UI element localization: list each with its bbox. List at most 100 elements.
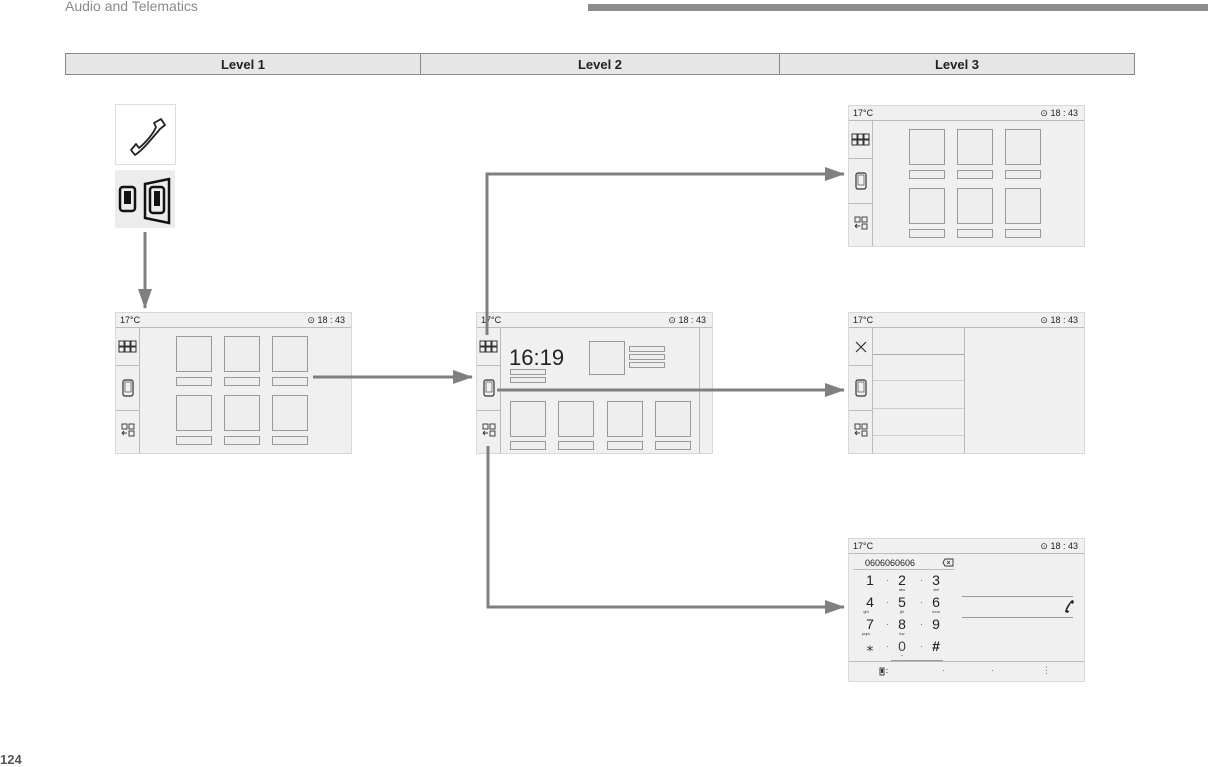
phone-device-icon[interactable]	[116, 366, 140, 411]
favorite-label	[558, 441, 594, 450]
dial-key-5-letters: jkl	[900, 609, 904, 614]
dial-key-8[interactable]: 8	[898, 616, 906, 632]
list-row-separator	[873, 435, 964, 436]
dial-key-7-letters: pqrs	[862, 631, 870, 636]
section-title: Audio and Telematics	[65, 0, 198, 14]
temperature: 17°C	[853, 108, 874, 118]
app-tile-label	[224, 436, 260, 445]
dial-key-2[interactable]: 2	[898, 572, 906, 588]
clock-time: ⊙ 18 : 43	[1040, 108, 1078, 118]
status-bar: 17°C ⊙ 18 : 43	[849, 106, 1084, 121]
level-table: Level 1 Level 2 Level 3	[65, 53, 1135, 75]
status-bar: 17°C ⊙ 18 : 43	[849, 313, 1084, 328]
telephone-handset-icon	[130, 118, 166, 156]
level1-home-screen: 17°C ⊙ 18 : 43	[115, 312, 352, 454]
bottom-bar-separator	[849, 661, 1084, 662]
bottom-tab-dot[interactable]: ⋮	[1042, 665, 1051, 675]
dial-key-7[interactable]: 7	[866, 616, 874, 632]
app-tile[interactable]	[176, 395, 212, 431]
number-underline	[853, 569, 955, 570]
favorite-tile[interactable]	[607, 401, 643, 437]
favorite-tile[interactable]	[655, 401, 691, 437]
apps-grid-icon[interactable]	[849, 121, 873, 159]
app-tile[interactable]	[272, 336, 308, 372]
app-tile[interactable]	[272, 395, 308, 431]
phone-device-icon[interactable]	[849, 159, 873, 204]
dial-key-1[interactable]: 1	[866, 572, 874, 588]
level-1-header: Level 1	[66, 54, 421, 74]
dial-key-6-letters: mno	[932, 609, 940, 614]
clock-time: ⊙ 18 : 43	[307, 315, 345, 325]
dial-key-2-letters: abc	[898, 587, 906, 592]
phone-device-icon[interactable]	[849, 366, 873, 411]
backspace-icon[interactable]	[942, 558, 954, 567]
phone-clock: 16:19	[509, 345, 565, 370]
dial-separator: ·	[920, 641, 923, 651]
grid-tile[interactable]	[1005, 129, 1041, 165]
app-tile-label	[176, 377, 212, 386]
telephone-tile[interactable]	[115, 104, 176, 165]
arrow-level2-to-grid	[485, 167, 845, 335]
dial-key-9[interactable]: 9	[932, 616, 940, 632]
app-tile[interactable]	[224, 395, 260, 431]
call-handset-icon[interactable]	[1063, 599, 1075, 613]
connections-icon[interactable]	[849, 411, 873, 449]
mirror-screen-tile[interactable]	[115, 170, 175, 228]
favorite-label	[655, 441, 691, 450]
app-tile-label	[272, 377, 308, 386]
grid-tile[interactable]	[909, 188, 945, 224]
dial-key-3[interactable]: 3	[932, 572, 940, 588]
grid-tile[interactable]	[1005, 188, 1041, 224]
side-menu	[116, 328, 140, 453]
dial-key-star[interactable]: ⁎	[866, 638, 874, 654]
grid-tile-label	[957, 229, 993, 238]
dial-key-4[interactable]: 4	[866, 594, 874, 610]
phone-device-icon[interactable]	[477, 366, 501, 411]
contact-photo	[589, 341, 625, 375]
grid-tile-label	[909, 229, 945, 238]
mirror-screen-icon	[118, 177, 171, 225]
phone-book-icon[interactable]	[879, 667, 891, 676]
info-line	[629, 354, 665, 360]
apps-grid-icon[interactable]	[116, 328, 140, 366]
side-menu	[849, 121, 873, 246]
app-tile[interactable]	[224, 336, 260, 372]
info-line	[629, 362, 665, 368]
dial-key-hash[interactable]: #	[932, 638, 940, 654]
level3-grid-screen: 17°C ⊙ 18 : 43	[848, 105, 1085, 247]
connections-icon[interactable]	[849, 204, 873, 242]
grid-tile[interactable]	[957, 188, 993, 224]
arrow-level2-to-dialpad	[486, 446, 845, 614]
favorite-tile[interactable]	[510, 401, 546, 437]
connections-icon[interactable]	[116, 411, 140, 449]
app-tile[interactable]	[176, 336, 212, 372]
status-bar: 17°C ⊙ 18 : 43	[116, 313, 351, 328]
grid-tile[interactable]	[957, 129, 993, 165]
clock-time: ⊙ 18 : 43	[668, 315, 706, 325]
level-3-header: Level 3	[934, 56, 980, 72]
bottom-tab-dot[interactable]: ·	[942, 665, 945, 675]
dial-key-4-letters: ghi	[863, 609, 869, 614]
close-icon[interactable]	[849, 328, 873, 366]
level-2-header: Level 2	[421, 54, 780, 74]
list-row-separator	[873, 408, 964, 409]
bottom-tab-dot[interactable]: ·	[991, 665, 994, 675]
connections-icon[interactable]	[477, 411, 501, 449]
dialed-number[interactable]: 0606060606	[865, 558, 916, 568]
dial-separator: ·	[886, 619, 889, 629]
grid-tile-label	[957, 170, 993, 179]
grid-tile-label	[1005, 170, 1041, 179]
dialpad-underline	[891, 660, 943, 661]
call-field-bottom	[962, 617, 1073, 618]
apps-grid-icon[interactable]	[477, 328, 501, 366]
temperature: 17°C	[853, 541, 874, 551]
favorite-label	[607, 441, 643, 450]
divider	[964, 328, 965, 453]
dial-key-6[interactable]: 6	[932, 594, 940, 610]
dial-key-5[interactable]: 5	[898, 594, 906, 610]
grid-tile[interactable]	[909, 129, 945, 165]
dial-key-0[interactable]: 0	[898, 638, 906, 654]
dial-key-3-letters: def	[933, 587, 939, 592]
favorite-tile[interactable]	[558, 401, 594, 437]
